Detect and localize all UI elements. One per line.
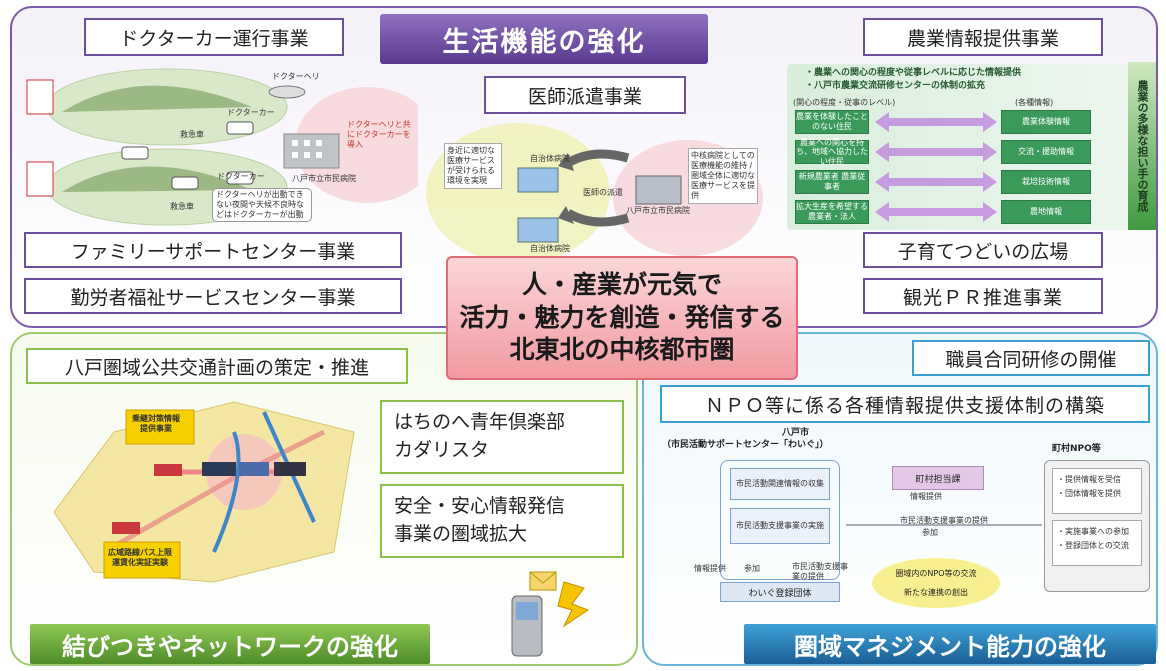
center-line-3: 北東北の中核都市圏 — [509, 335, 735, 365]
worker-welfare-label: 勤労者福祉サービスセンター事業 — [24, 278, 402, 314]
note1: ドクターヘリと共にドクターカーを導入 — [347, 120, 411, 149]
agri-arrows — [875, 112, 997, 222]
staff-training-label: 職員合同研修の開催 — [912, 340, 1150, 376]
npo-support-label: ＮＰＯ等に係る各種情報提供支援体制の構築 — [660, 385, 1150, 423]
dispatch-left-note: 身近に適切な医療サービスが受けられる環境を実現 — [444, 143, 502, 189]
npo-hachinohe: 八戸市 — [782, 428, 810, 438]
npo-right-item: ・登録団体との交流 — [1057, 541, 1129, 550]
transit-plan-label: 八戸圏域公共交通計画の策定・推進 — [26, 348, 408, 384]
center-line-2: 活力・魅力を創造・発信する — [459, 302, 785, 332]
npo-right-list-1: ・提供情報を受信 ・団体情報を提供 — [1052, 468, 1142, 514]
right-panel-title: 圏域マネジメント能力の強化 — [744, 624, 1156, 664]
npo-right-item: ・提供情報を受信 — [1057, 475, 1121, 484]
npo-right-item: ・実施事業への参加 — [1057, 527, 1129, 536]
agri-info-label: 農業情報提供事業 — [863, 18, 1103, 56]
npo-center-name: （市民活動サポートセンター「わいぐ」） — [662, 440, 829, 450]
agri-left-item: 農業を体験したことのない住民 — [795, 110, 869, 134]
note2: ドクターヘリが出動できない夜間や天候不良時などはドクターカーが出動 — [212, 188, 312, 222]
youth-club-label: はちのへ青年倶楽部 カダリスタ — [380, 400, 624, 474]
center-line-1: 人・産業が元気で — [521, 270, 722, 300]
top-panel-title: 生活機能の強化 — [380, 14, 708, 64]
npo-participation-2: 参加 — [744, 564, 760, 573]
npo-exchange: 圏域内のNPO等の交流 — [895, 569, 977, 578]
center-vision-box: 人・産業が元気で 活力・魅力を創造・発信する 北東北の中核都市圏 — [446, 256, 798, 380]
doctor-car-illustration — [26, 68, 439, 226]
transit-map-illustration — [53, 401, 355, 583]
npo-registered: わいぐ登録団体 — [720, 582, 840, 602]
transit-tag-1: 乗継対策情報 提供事業 — [132, 414, 180, 433]
doctor-car-figure: ドクターヘリ ドクターカー ドクターカー 救急車 救急車 八戸市立市民病院 ドク… — [22, 62, 439, 228]
agri-right-item: 栽培技術情報 — [1001, 170, 1091, 194]
ambulance1-label: 救急車 — [180, 130, 204, 139]
agri-bullet-2: ・八戸市農業交流研修センターの体制の拡充 — [805, 81, 986, 91]
gov-hospital-1: 自治体病院 — [530, 154, 570, 163]
npo-liaison-text: 町村担当課 — [915, 474, 961, 485]
agri-right-item: 農地情報 — [1001, 200, 1091, 224]
npo-liaison: 町村担当課 — [892, 466, 984, 490]
tourism-pr-label: 観光ＰＲ推進事業 — [863, 278, 1103, 314]
safety-info-label: 安全・安心情報発信 事業の圏域拡大 — [380, 484, 624, 558]
agri-bullet-1: ・農業への関心の程度や従事レベルに応じた情報提供 — [805, 68, 1022, 78]
hospital-label: 八戸市立市民病院 — [292, 174, 356, 183]
left-panel-title: 結びつきやネットワークの強化 — [30, 624, 430, 664]
doctor-car-label: ドクターカー運行事業 — [84, 18, 344, 56]
doctor-dispatch-figure: 自治体病院 自治体病院 八戸市立市民病院 身近に適切な医療サービスが受けられる環… — [418, 118, 770, 264]
npo-support-provision: 市民活動支援事業の提供 — [900, 516, 988, 525]
npo-left-frame — [720, 460, 840, 580]
agri-left-item: 農業への関心を持ち、地域へ協力したい住民 — [795, 137, 869, 166]
npo-registered-text: わいぐ登録団体 — [748, 588, 812, 599]
npo-box-support: 市民活動支援事業の実施 — [730, 508, 830, 544]
agri-right-item: 農業体験情報 — [1001, 110, 1091, 134]
npo-town-npo: 町村NPO等 — [1052, 444, 1101, 454]
childcare-label: 子育てつどいの広場 — [863, 232, 1103, 268]
car2-label: ドクターカー — [217, 172, 265, 181]
npo-box-collect: 市民活動関連情報の収集 — [730, 468, 830, 500]
agri-info-figure: ・農業への関心の程度や従事レベルに応じた情報提供 ・八戸市農業交流研修センターの… — [787, 64, 1133, 230]
dispatch-right-note: 中核病院としての医療機能の維持 / 圏域全体に適切な医療サービスを提供 — [688, 148, 758, 204]
agri-right-item: 交流・援助情報 — [1001, 140, 1091, 164]
family-support-label: ファミリーサポートセンター事業 — [24, 232, 402, 268]
agri-right-head: (各種情報) — [1015, 98, 1054, 107]
transit-map-figure: 乗継対策情報 提供事業 広域路線バス上限 運賃化実証実験 — [34, 392, 370, 588]
transit-tag-2: 広域路線バス上限 運賃化実証実験 — [108, 548, 172, 567]
npo-info-provision-2: 情報提供 — [694, 564, 726, 573]
agri-left-item: 新規農業者 農業従事者 — [795, 170, 869, 194]
npo-right-list-2: ・実施事業への参加 ・登録団体との交流 — [1052, 520, 1142, 566]
npo-new-collab: 新たな連携の創出 — [904, 588, 968, 597]
npo-support-provision-2: 市民活動支援事業の提供 — [792, 562, 848, 581]
car1-label: ドクターカー — [227, 108, 275, 117]
npo-info-provision: 情報提供 — [910, 492, 942, 501]
heli-label: ドクターヘリ — [272, 72, 320, 81]
dispatch-arrow-label: 医師の派遣 — [583, 188, 623, 197]
agri-side-bar-text: 農業の多様な担い手の育成 — [1136, 80, 1149, 212]
agri-left-head: (関心の程度・従事のレベル) — [793, 98, 896, 107]
doctor-dispatch-label: 医師派遣事業 — [484, 76, 686, 114]
city-hospital-label: 八戸市立市民病院 — [626, 206, 690, 215]
npo-right-item: ・団体情報を提供 — [1057, 489, 1121, 498]
gov-hospital-2: 自治体病院 — [530, 244, 570, 253]
npo-participation: 参加 — [922, 528, 938, 537]
npo-figure: 八戸市 （市民活動サポートセンター「わいぐ」） 町村NPO等 市民活動関連情報の… — [660, 428, 1156, 620]
agri-left-item: 拡大生産を希望する農業者・法人 — [795, 200, 869, 224]
npo-exchange-oval: 圏域内のNPO等の交流 新たな連携の創出 — [872, 558, 1000, 608]
mobile-phone-icon — [494, 566, 594, 660]
ambulance2-label: 救急車 — [170, 202, 194, 211]
npo-arrow-line — [846, 524, 1042, 526]
agri-side-bar: 農業の多様な担い手の育成 — [1128, 62, 1156, 230]
